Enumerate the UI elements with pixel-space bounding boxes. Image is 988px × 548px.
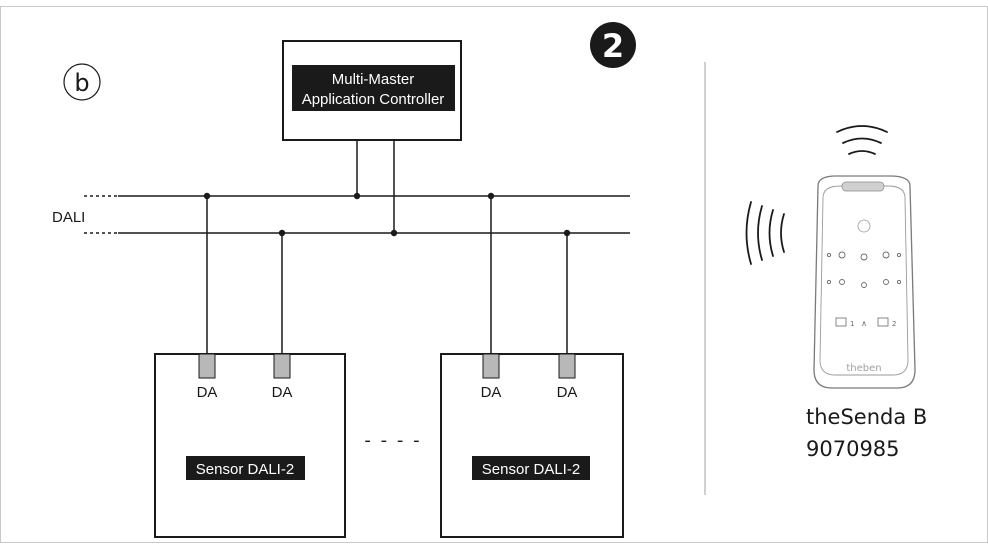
signal-waves-top-icon <box>836 125 888 155</box>
sensor-2-port-2 <box>558 353 576 379</box>
remote-bottom-keys: 1 ∧ 2 <box>835 317 896 328</box>
variant-letter: b <box>74 69 89 97</box>
remote-key-2-label: 2 <box>892 320 896 328</box>
sensor-2-port-1 <box>482 353 500 379</box>
sensor-1-port-1-label: DA <box>197 384 218 401</box>
dali-bus <box>84 195 630 234</box>
sensor-1-label-bg <box>186 456 305 480</box>
sensor-1-port-2 <box>273 353 291 379</box>
signal-waves-left-icon <box>745 201 785 265</box>
sensor-2-port-2-label: DA <box>557 384 578 401</box>
controller-label-line2: Application Controller <box>302 91 445 108</box>
controller-label-bg <box>292 65 455 111</box>
step-badge: 2 <box>590 22 636 68</box>
step-number: 2 <box>602 27 624 65</box>
sensor-2-label: Sensor DALI-2 <box>482 461 580 478</box>
sensor-ellipsis: - - - - <box>364 430 421 451</box>
remote-led-strip <box>841 181 885 192</box>
sensor-box-1: DA DA Sensor DALI-2 <box>154 353 346 538</box>
remote-key-top <box>857 219 871 233</box>
device-name: theSenda B <box>806 405 927 429</box>
remote-brand: theben <box>846 363 881 374</box>
remote-control: 1 ∧ 2 theben <box>813 175 916 389</box>
bus-junctions <box>203 192 571 237</box>
sensor-box-2: DA DA Sensor DALI-2 <box>440 353 624 538</box>
remote-key-up: ∧ <box>861 319 867 328</box>
sensor-drop-wires <box>206 196 568 354</box>
sensor-1-port-2-label: DA <box>272 384 293 401</box>
sensor-2-label-bg <box>472 456 590 480</box>
controller-label-line1: Multi-Master <box>332 71 415 88</box>
controller-box: Multi-Master Application Controller <box>282 40 462 141</box>
variant-label: b <box>63 63 101 101</box>
device-article-number: 9070985 <box>806 437 900 461</box>
bus-label: DALI <box>52 209 85 226</box>
remote-key-1-label: 1 <box>850 320 854 328</box>
sensor-1-port-1 <box>198 353 216 379</box>
remote-light-icons <box>826 251 902 288</box>
sensor-1-label: Sensor DALI-2 <box>196 461 294 478</box>
sensor-2-port-1-label: DA <box>481 384 502 401</box>
